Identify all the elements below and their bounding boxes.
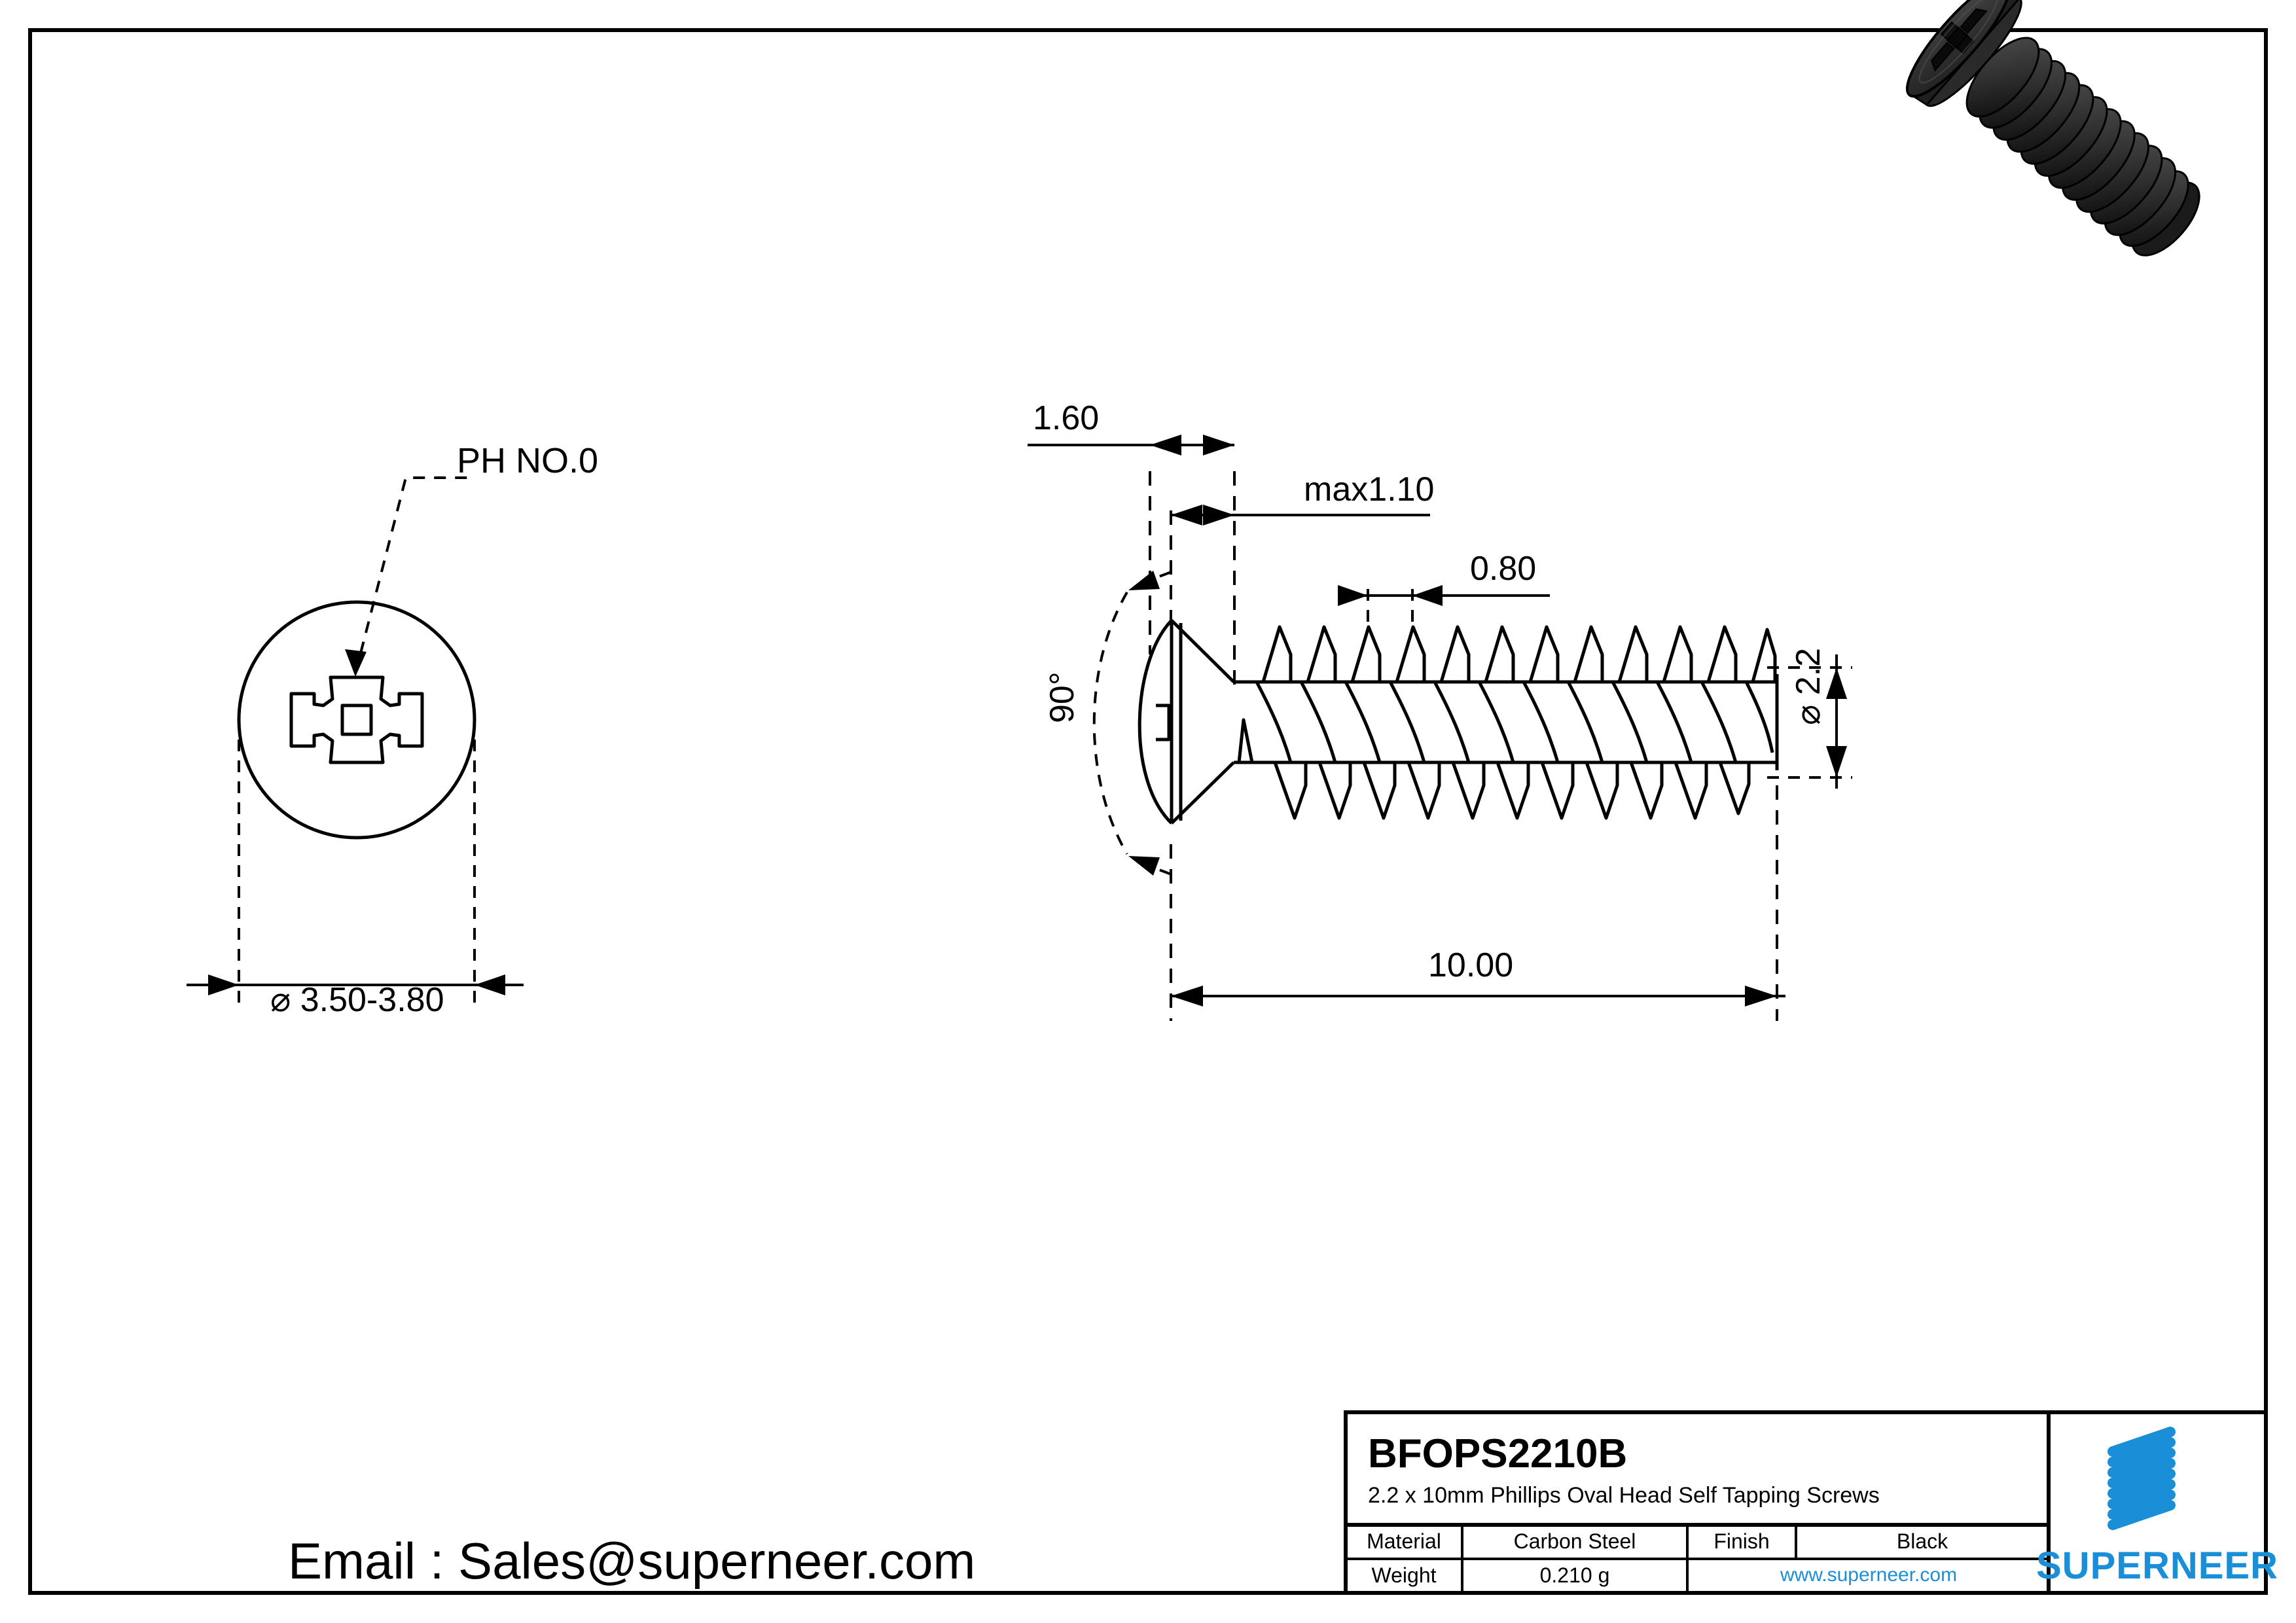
head-angle-label: 90° bbox=[1043, 671, 1081, 723]
head-height-dimension: 1.60 bbox=[1028, 399, 1236, 694]
screw-shank-threads bbox=[1234, 625, 1779, 820]
head-diameter-dimension bbox=[187, 740, 524, 1008]
finish-label: Finish bbox=[1713, 1529, 1769, 1553]
top-view: PH NO.0 ⌀ 3.50-3.80 bbox=[187, 441, 598, 1019]
head-outline-circle bbox=[237, 600, 476, 840]
phillips-recess-center bbox=[340, 704, 373, 736]
side-view: 1.60 max1.10 0.80 90° bbox=[1028, 399, 1852, 1021]
overall-length-label: 10.00 bbox=[1428, 946, 1513, 984]
part-description-label: 2.2 x 10mm Phillips Oval Head Self Tappi… bbox=[1368, 1483, 1880, 1508]
material-value: Carbon Steel bbox=[1514, 1529, 1636, 1553]
phillips-recess-shape bbox=[289, 675, 424, 764]
website-link[interactable]: www.superneer.com bbox=[1780, 1564, 1957, 1586]
finish-value: Black bbox=[1897, 1529, 1948, 1553]
sheet-border bbox=[28, 28, 2268, 1595]
thread-pitch-label: 0.80 bbox=[1470, 550, 1536, 588]
head-height-label: 1.60 bbox=[1033, 399, 1099, 437]
screw-3d-render bbox=[1905, 0, 2200, 257]
part-code-label: BFOPS2210B bbox=[1368, 1431, 1627, 1476]
shank-diameter-dimension: ⌀ 2.2 bbox=[1767, 648, 1852, 789]
head-angle-dimension: 90° bbox=[1043, 568, 1179, 878]
screw-head-profile bbox=[1138, 619, 1235, 825]
weight-value: 0.210 g bbox=[1540, 1563, 1610, 1587]
weight-label: Weight bbox=[1371, 1563, 1436, 1587]
head-crown-label: max1.10 bbox=[1304, 471, 1434, 508]
superneer-logo-mark bbox=[2108, 1427, 2176, 1530]
shank-diameter-label: ⌀ 2.2 bbox=[1789, 648, 1827, 725]
head-diameter-label: ⌀ 3.50-3.80 bbox=[270, 981, 444, 1019]
ph-callout-label: PH NO.0 bbox=[457, 441, 598, 480]
title-block-frame bbox=[1344, 1410, 2268, 1595]
title-block: BFOPS2210B 2.2 x 10mm Phillips Oval Head… bbox=[1344, 1410, 2278, 1595]
material-label: Material bbox=[1367, 1529, 1441, 1553]
brand-wordmark: SUPERNEER bbox=[2036, 1544, 2278, 1587]
head-crown-dimension: max1.10 bbox=[1170, 471, 1434, 628]
thread-pitch-dimension: 0.80 bbox=[1338, 550, 1550, 630]
email-label: Email : Sales@superneer.com bbox=[288, 1532, 975, 1590]
ph-leader-line bbox=[345, 476, 470, 677]
overall-length-dimension: 10.00 bbox=[1170, 785, 1785, 1021]
